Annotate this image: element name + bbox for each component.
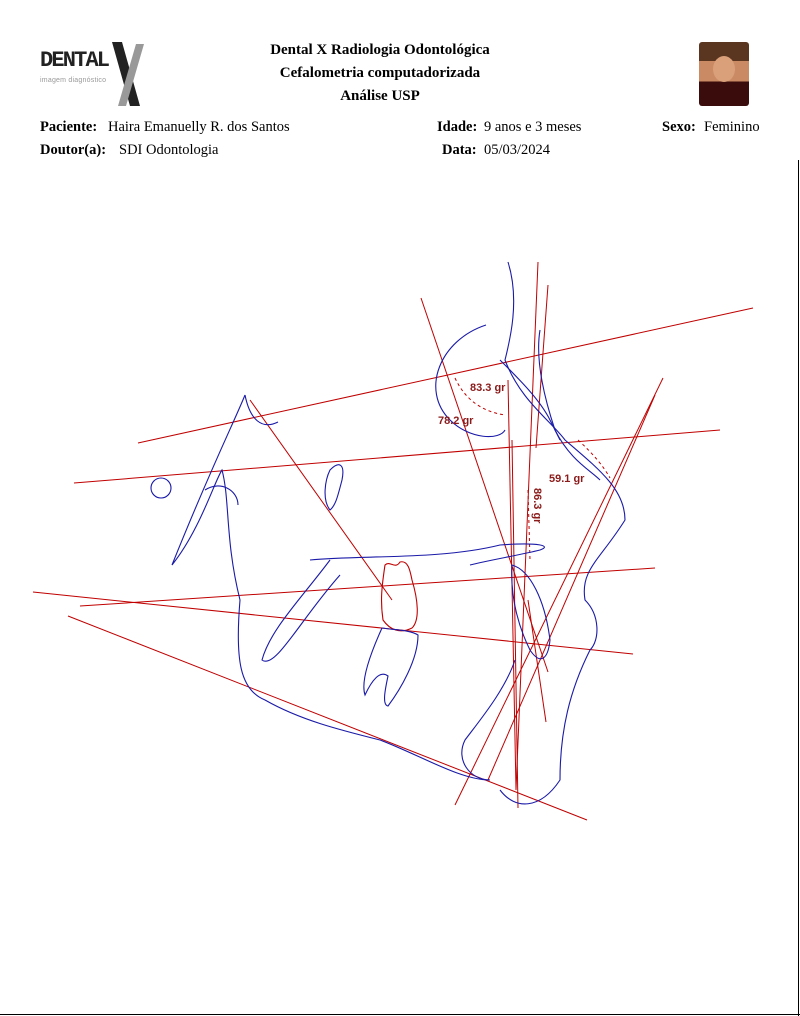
patient-label: Paciente: (40, 119, 98, 135)
reference-lines (32, 261, 754, 821)
patient-photo (699, 42, 749, 106)
clinic-title: Dental X Radiologia Odontológica (270, 42, 490, 58)
angle-label-3: 59.1 gr (549, 473, 585, 485)
patient-name: Haira Emanuelly R. dos Santos (108, 119, 290, 135)
report-subtitle: Cefalometria computadorizada (279, 65, 481, 81)
angle-label-4: 86.3 gr (531, 488, 543, 524)
angle-label-2: 78.2 gr (438, 415, 474, 427)
sex-label: Sexo: (662, 119, 696, 135)
angle-arcs (454, 377, 611, 561)
dental-x-logo: DENTAL imagem diagnóstico (40, 40, 144, 108)
anatomical-outlines (150, 261, 626, 805)
date-label: Data: (442, 142, 477, 158)
patient-age: 9 anos e 3 meses (484, 119, 582, 135)
analysis-title: Análise USP (340, 88, 420, 104)
page-border-right (798, 160, 799, 1016)
svg-text:DENTAL: DENTAL (40, 48, 110, 73)
exam-date: 05/03/2024 (484, 142, 551, 158)
age-label: Idade: (437, 119, 478, 135)
doctor-name: SDI Odontologia (119, 142, 219, 158)
page-border-bottom (0, 1014, 800, 1015)
patient-sex: Feminino (704, 119, 760, 135)
svg-text:imagem diagnóstico: imagem diagnóstico (40, 77, 106, 84)
doctor-label: Doutor(a): (40, 142, 107, 158)
angle-label-1: 83.3 gr (470, 382, 506, 394)
